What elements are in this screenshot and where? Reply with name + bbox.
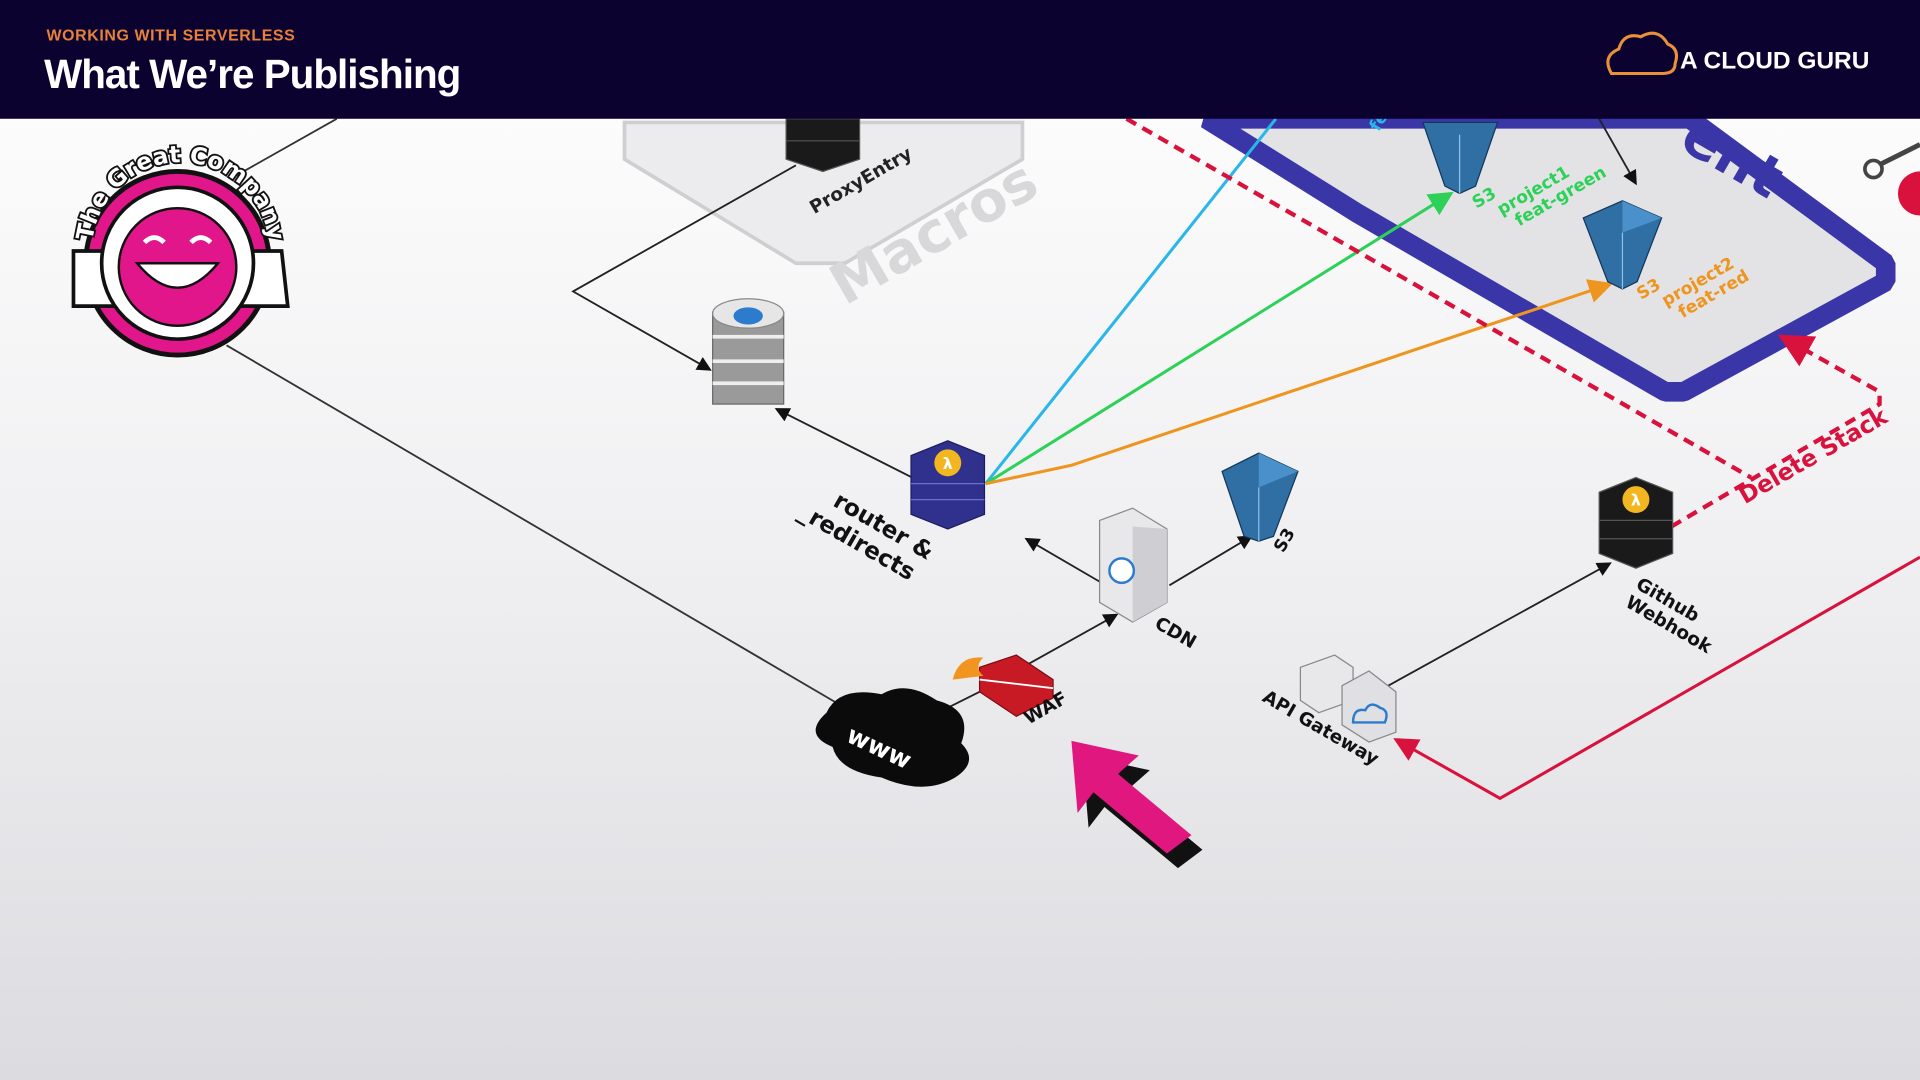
cloud-logo-icon [1606, 31, 1679, 75]
connections [226, 116, 1920, 801]
delete-dashed-line [1125, 116, 1753, 480]
s3-project1-bucket-icon[interactable] [1421, 121, 1499, 195]
cdn-to-router-arrow [1024, 537, 1101, 583]
brand-name: A CLOUD GURU [1680, 48, 1869, 75]
s3-project2-bucket-icon[interactable] [1582, 200, 1663, 290]
smiley-face-icon [134, 235, 221, 289]
www-cloud-icon[interactable]: www [815, 688, 970, 787]
badge-to-top-line [232, 117, 338, 179]
github-webhook-lambda-icon[interactable]: λ [1598, 476, 1674, 569]
delete-stack-arrow [1670, 334, 1882, 529]
cyan-route-line [984, 117, 1278, 485]
orange-route-arrow [985, 279, 1614, 486]
www-to-badge-line [226, 344, 846, 709]
waf-firewall-icon[interactable] [952, 654, 1054, 718]
router-to-cache-arrow [774, 408, 913, 479]
lambda-glyph: λ [1631, 491, 1641, 510]
github-to-api-arrow [1393, 555, 1920, 801]
api-to-webhook-arrow [1383, 562, 1612, 689]
section-eyebrow: WORKING WITH SERVERLESS [47, 27, 296, 44]
page-title: What We’re Publishing [44, 51, 460, 97]
green-route-arrow [984, 191, 1454, 485]
cdn-to-s3-arrow [1168, 535, 1254, 587]
cdn-icon[interactable] [1098, 507, 1168, 623]
router-lambda-icon[interactable]: λ [910, 440, 986, 530]
lambda-glyph: λ [943, 454, 953, 473]
great-company-badge: The Great Company [70, 139, 292, 358]
waf-to-cdn-arrow [1022, 613, 1119, 669]
api-gateway-icon[interactable] [1299, 654, 1397, 743]
partial-icon-edge [1863, 142, 1920, 216]
pointer-arrow-icon [1071, 740, 1203, 869]
header-bar: WORKING WITH SERVERLESS What We’re Publi… [0, 0, 1920, 119]
s3-bucket-icon[interactable] [1221, 452, 1299, 542]
env-arrow [1598, 118, 1637, 186]
proxy-to-cache-arrow [571, 164, 797, 371]
database-stack-icon[interactable] [712, 298, 785, 405]
